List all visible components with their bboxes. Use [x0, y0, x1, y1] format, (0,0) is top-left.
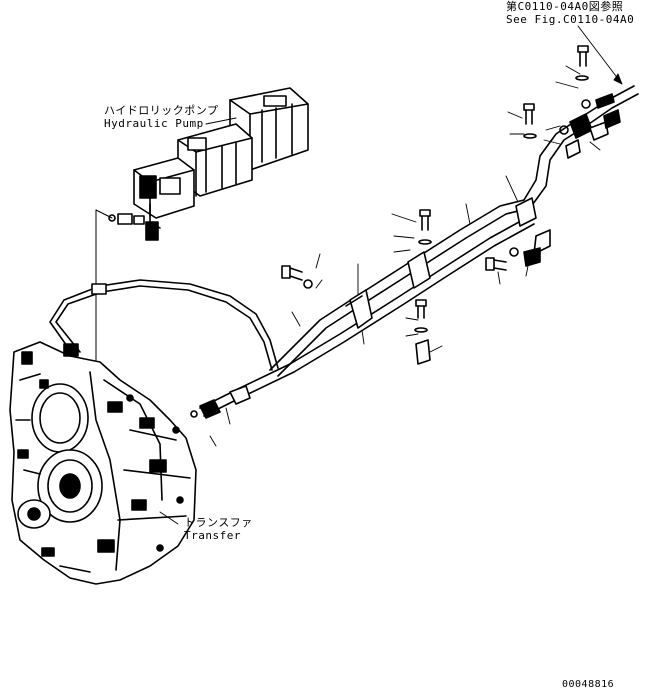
hydraulic-pump [133, 87, 309, 229]
upper-right-fittings [559, 93, 621, 159]
leader-lines [159, 25, 623, 525]
main-tube-lower-inner [203, 223, 535, 417]
reference-label: 第C0110-04A0図参照 See Fig.C0110-04A0 [506, 0, 634, 26]
bolts [281, 45, 589, 333]
reference-label-jp: 第C0110-04A0図参照 [506, 0, 624, 13]
pump-fitting [108, 213, 159, 241]
transfer-case [9, 341, 197, 585]
pump-label-en: Hydraulic Pump [104, 117, 204, 130]
hose-fitting [63, 343, 79, 357]
transfer-label: トランスファ Transfer [184, 516, 253, 542]
tube-clamps [345, 197, 551, 365]
transfer-label-en: Transfer [184, 529, 241, 542]
pump-label-jp: ハイドロリックポンプ [104, 104, 219, 117]
o-ring [190, 410, 198, 418]
main-tube-upper-inner [277, 93, 639, 377]
drawing-code: 00048816 [562, 679, 615, 690]
tube-nut [229, 385, 251, 405]
suction-hose-inner [55, 285, 273, 371]
transfer-label-jp: トランスファ [184, 516, 253, 529]
hose-clamp [91, 283, 107, 295]
tube-fitting-lower [199, 399, 221, 419]
suction-hose [49, 279, 279, 369]
pump-label: ハイドロリックポンプ Hydraulic Pump [104, 104, 218, 130]
reference-label-en: See Fig.C0110-04A0 [506, 13, 635, 26]
pump-leader-tick [95, 209, 113, 219]
